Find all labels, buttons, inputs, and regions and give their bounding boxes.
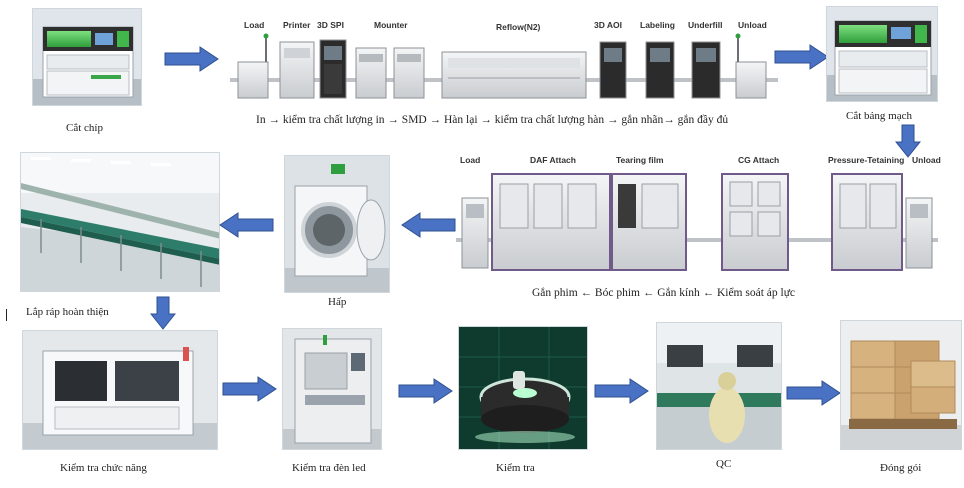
smt-label-load: Load bbox=[244, 20, 265, 30]
smt-label-spi: 3D SPI bbox=[317, 20, 344, 30]
bonding-process-text: Gắn phim ← Bóc phim ← Gắn kính ← Kiểm so… bbox=[532, 287, 796, 299]
arrow-right-icon bbox=[786, 380, 841, 406]
inspection-photo bbox=[458, 326, 588, 450]
assembly-line-photo bbox=[20, 152, 220, 292]
smt-label-labeling: Labeling bbox=[640, 20, 675, 30]
autoclave-caption: Hấp bbox=[328, 296, 347, 308]
bonding-line-drawing bbox=[456, 160, 938, 282]
smt-label-underfill: Underfill bbox=[688, 20, 723, 30]
text-cursor bbox=[6, 309, 7, 321]
chip-cutter-photo bbox=[32, 8, 142, 106]
inspection-caption: Kiểm tra bbox=[496, 462, 535, 474]
arrow-right-icon bbox=[774, 44, 829, 70]
arrow-down-icon bbox=[895, 124, 921, 158]
led-test-caption: Kiểm tra đèn led bbox=[292, 462, 366, 474]
arrow-down-icon bbox=[150, 296, 176, 330]
smt-label-mounter: Mounter bbox=[374, 20, 408, 30]
function-test-caption: Kiểm tra chức năng bbox=[60, 462, 147, 474]
arrow-right-icon bbox=[398, 378, 453, 404]
assembly-caption: Lắp ráp hoàn thiện bbox=[26, 306, 109, 318]
bond-label-pressure: Pressure-Tetaining bbox=[828, 155, 905, 165]
smt-label-printer: Printer bbox=[283, 20, 311, 30]
bond-label-unload: Unload bbox=[912, 155, 941, 165]
bond-label-cg: CG Attach bbox=[738, 155, 780, 165]
smt-label-reflow: Reflow(N2) bbox=[496, 22, 541, 32]
board-cutter-photo bbox=[826, 6, 938, 102]
bond-label-daf: DAF Attach bbox=[530, 155, 576, 165]
arrow-right-icon bbox=[222, 376, 277, 402]
smt-label-unload: Unload bbox=[738, 20, 767, 30]
packing-photo bbox=[840, 320, 962, 450]
led-tester-photo bbox=[282, 328, 382, 450]
cut-chip-caption: Cắt chíp bbox=[66, 122, 103, 134]
qc-photo bbox=[656, 322, 782, 450]
smt-process-text: In → kiểm tra chất lượng in → SMD → Hàn … bbox=[256, 114, 729, 126]
arrow-left-icon bbox=[219, 212, 274, 238]
arrow-left-icon bbox=[401, 212, 456, 238]
function-tester-photo bbox=[22, 330, 218, 450]
arrow-right-icon bbox=[594, 378, 649, 404]
smt-label-aoi: 3D AOI bbox=[594, 20, 623, 30]
arrow-right-icon bbox=[164, 46, 219, 72]
autoclave-photo bbox=[284, 155, 390, 293]
smt-line-drawing bbox=[228, 12, 780, 110]
qc-caption: QC bbox=[716, 458, 732, 470]
bond-label-load: Load bbox=[460, 155, 481, 165]
cut-board-caption: Cắt bảng mạch bbox=[846, 110, 912, 122]
bond-label-tearing: Tearing film bbox=[616, 155, 664, 165]
packing-caption: Đóng gói bbox=[880, 462, 922, 474]
